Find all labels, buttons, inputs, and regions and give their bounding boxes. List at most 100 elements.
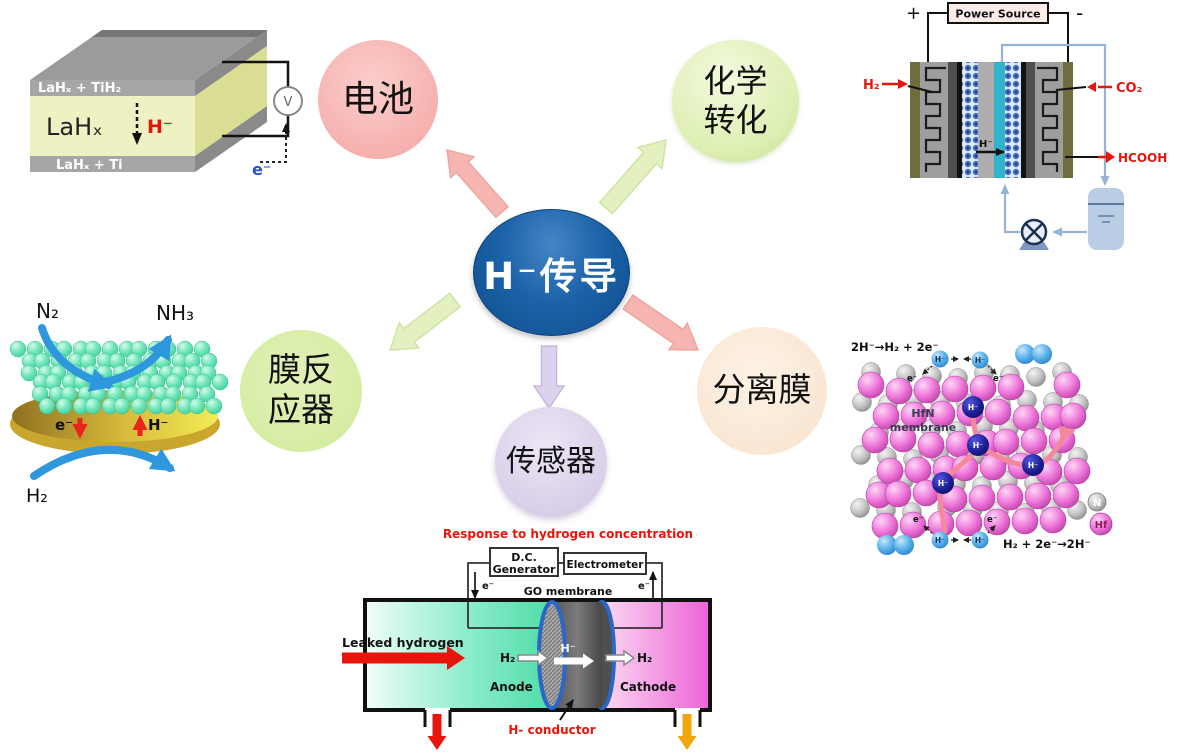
hf-sphere [884, 480, 912, 508]
hydride-ion [932, 472, 954, 494]
layer-black-right [1021, 62, 1026, 178]
hf-sphere [861, 426, 889, 454]
h2-label: H₂ [26, 485, 48, 507]
tank [1088, 188, 1124, 250]
hf-sphere [968, 484, 996, 512]
svg-text:H⁻: H⁻ [973, 441, 983, 450]
wire-plus [927, 12, 948, 62]
layer-bottom-electrode [30, 156, 195, 172]
co2-electrolyzer-panel: Power Source + - H₂ CO₂ HCOOH H⁻ [863, 1, 1167, 250]
svg-text:e⁻: e⁻ [987, 515, 997, 525]
hf-sphere [1012, 404, 1040, 432]
box-side-bottom [195, 106, 267, 172]
co2-feed-black-line [1055, 86, 1087, 91]
layer-flowfield-left [920, 62, 948, 178]
hf-sphere [996, 483, 1024, 511]
wire-minus [1048, 12, 1069, 62]
box-side-mid [195, 46, 267, 156]
bubble-reactor-line2: 应器 [268, 393, 334, 429]
electrometer-label: Electrometer [567, 559, 645, 571]
cathode-label: Cathode [620, 680, 676, 694]
hydride-ion [967, 434, 989, 456]
cell-stack [910, 62, 1073, 178]
hf-sphere [1039, 506, 1067, 534]
hub-ellipse: H⁻传导 [473, 209, 630, 336]
layer-flowfield-right [1035, 62, 1063, 178]
hydride-ion [1022, 454, 1044, 476]
arrow-to-battery-icon [446, 148, 510, 219]
ammonia-membrane-reactor-panel: N₂ NH₃ e⁻ H⁻ H₂ [9, 299, 229, 507]
h2-molecule [1015, 344, 1035, 364]
layer-catalyst-left [962, 62, 978, 178]
hydride-path-arrowhead-icon [1059, 426, 1076, 443]
hf-sphere [997, 373, 1025, 401]
hf-sphere [917, 431, 945, 459]
battery-device-panel: LaHₓ + TiH₂ LaHₓ H⁻ LaHₓ + Ti V e⁻ [30, 30, 303, 179]
arrow-to-separation-icon [622, 293, 700, 351]
go-membrane-label: GO membrane [524, 585, 613, 598]
hydrogen-sensor-panel: Response to hydrogen concentration D.C. … [342, 527, 712, 750]
membrane-hydride-label: H⁻ [560, 642, 575, 655]
legend-hf-label: Hf [1095, 520, 1108, 531]
anode-outlet-arrow-icon [427, 714, 447, 750]
layer-mid-label: LaHₓ [46, 113, 103, 141]
hf-sphere [955, 509, 983, 537]
cathode-outlet-arrow-icon [677, 714, 697, 750]
plus-label: + [906, 3, 921, 24]
layer-olive-left [910, 62, 920, 178]
catalyst-sphere [211, 373, 229, 391]
box-top-face [30, 30, 267, 80]
pipe-top [1000, 43, 1110, 186]
legend-hf-sphere [1089, 512, 1113, 536]
h-atom [931, 531, 949, 549]
anode-label: Anode [490, 680, 533, 694]
bubble-separation-membrane: 分离膜 [697, 327, 827, 455]
svg-text:H⁻: H⁻ [1028, 461, 1038, 470]
hcooh-arrowhead-icon [1106, 151, 1115, 163]
electrometer-box [563, 552, 647, 575]
hf-sphere [1053, 371, 1081, 399]
arrow-to-sensor-icon [532, 345, 566, 410]
svg-text:H⁻: H⁻ [938, 479, 948, 488]
h2-molecule [1032, 344, 1052, 364]
h-conductor-label: H- conductor [508, 723, 595, 737]
h2-feed-arrowhead-icon [898, 79, 908, 89]
hf-sphere [872, 402, 900, 430]
h2-feed-black-line [907, 85, 933, 93]
wire-top [222, 60, 290, 87]
hf-sphere [1011, 507, 1039, 535]
layer-catalyst-right [1005, 62, 1021, 178]
electron-left-label: e⁻ [482, 581, 494, 592]
svg-text:H⁻: H⁻ [935, 355, 945, 364]
catalyst-sphere [159, 397, 177, 415]
membrane-left-cap-hatch [541, 605, 563, 705]
h2-molecule [894, 535, 914, 555]
cell-hydride-label: H⁻ [979, 139, 993, 150]
hf-sphere [992, 428, 1020, 456]
hf-sphere [885, 377, 913, 405]
hf-sphere [1052, 481, 1080, 509]
hydride-ions [932, 396, 1044, 494]
wire-bottom [222, 115, 290, 138]
catalyst-sphere [113, 397, 131, 415]
h2-right-label: H₂ [637, 651, 652, 665]
bubble-separation-label: 分离膜 [712, 372, 812, 409]
voltmeter-icon [273, 86, 303, 116]
hf-sphere [871, 512, 899, 540]
pump-cross [1025, 223, 1043, 241]
layer-cyan [994, 62, 1005, 178]
outlet-stubs [423, 710, 702, 727]
hf-sphere [1063, 457, 1091, 485]
conductor-pointer-arrow [559, 699, 574, 721]
sensor-title: Response to hydrogen concentration [443, 527, 693, 541]
hydride-through-membrane-arrow-icon [554, 653, 594, 669]
bubble-sensor: 传感器 [495, 407, 607, 517]
power-source-label: Power Source [955, 8, 1040, 21]
hf-sphere [913, 376, 941, 404]
n-sphere [850, 498, 870, 518]
nh3-outflow-arrow [96, 334, 172, 387]
catalyst-sphere-sheet [9, 340, 229, 415]
hf-sphere [1059, 402, 1087, 430]
